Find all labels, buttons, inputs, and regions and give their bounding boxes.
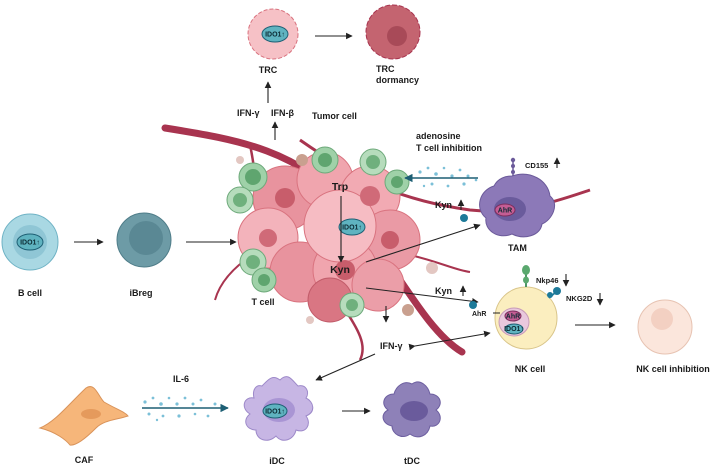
nk-cell-label: NK cell	[515, 364, 546, 374]
nk-kyn-molecule	[469, 301, 477, 309]
nk-ahr-outside-label: AhR	[472, 311, 486, 318]
caf-cell	[38, 386, 129, 446]
nk-cell: AhR IDO1↑	[494, 265, 561, 350]
kyn-to-tam-arrow	[365, 223, 481, 263]
trc-dormancy-label-2: dormancy	[376, 75, 419, 85]
adenosine-dots	[418, 166, 478, 188]
tdc-label: tDC	[404, 456, 420, 466]
caf-label: CAF	[75, 455, 94, 465]
ifn-to-idc-arrow	[315, 353, 376, 381]
tam-cell: AhR	[479, 157, 555, 238]
idc-label: iDC	[269, 456, 285, 466]
idc-ido1-label: IDO1↑	[265, 409, 285, 416]
il6-label: IL-6	[173, 374, 189, 384]
tam-kyn-molecule	[460, 214, 468, 222]
nk-ahr-label: AhR	[506, 314, 520, 321]
nk-kyn-label: Kyn	[435, 286, 452, 296]
nk-cell-inhibition-label: NK cell inhibition	[636, 364, 710, 374]
nk-inhibition-cell	[637, 299, 693, 355]
trp-label: Trp	[332, 181, 348, 193]
nk-ido1-label: IDO1↑	[504, 326, 524, 333]
trc-label: TRC	[259, 65, 278, 75]
ifn-beta-top-label: IFN-β	[271, 108, 294, 118]
ifn-nk-bidirectional-arrow	[408, 330, 491, 351]
tumor-ido1: IDO1↑	[338, 218, 366, 236]
b-cell-ido1-label: IDO1↑	[20, 240, 40, 247]
ibreg-cell	[116, 212, 172, 268]
idc-cell: IDO1↑	[243, 376, 314, 441]
ifn-gamma-center-label: IFN-γ	[380, 341, 403, 351]
t-cell-inhibition-label: T cell inhibition	[416, 143, 482, 153]
nkg2d-label: NKG2D	[566, 294, 593, 303]
kyn-to-nk-arrow	[365, 287, 479, 305]
ifn-gamma-top-label: IFN-γ	[237, 108, 260, 118]
ibreg-label: iBreg	[129, 288, 152, 298]
tam-label: TAM	[508, 243, 527, 253]
tam-ahr-label: AhR	[498, 208, 512, 215]
tdc-cell	[382, 381, 441, 438]
il6-dots	[143, 396, 217, 422]
trc-dormancy-cell	[365, 4, 421, 60]
cd155-label: CD155	[525, 161, 548, 170]
t-cell-label: T cell	[251, 297, 274, 307]
trc-cell: IDO1↑	[247, 8, 299, 60]
nkp46-label: Nkp46	[536, 276, 559, 285]
t-cells	[226, 146, 438, 324]
tumor-cell-label: Tumor cell	[312, 111, 357, 121]
tam-kyn-label: Kyn	[435, 200, 452, 210]
trc-ido1-label: IDO1↑	[265, 32, 285, 39]
adenosine-label: adenosine	[416, 131, 461, 141]
tumor-ido1-label: IDO1↑	[342, 225, 362, 232]
b-cell-label: B cell	[18, 288, 42, 298]
trc-dormancy-label-1: TRC	[376, 64, 395, 74]
b-cell: IDO1↑	[1, 213, 59, 271]
kyn-center-label: Kyn	[330, 264, 350, 276]
